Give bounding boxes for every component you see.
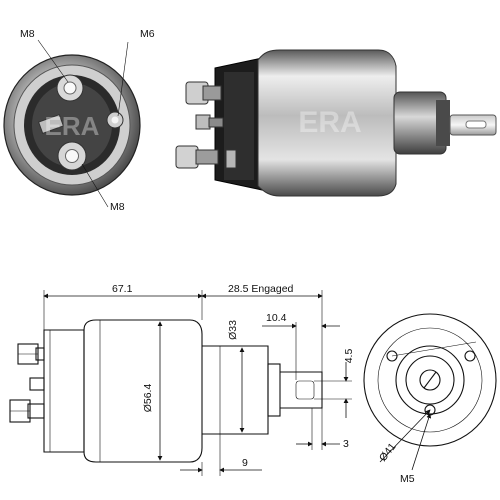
terminal-stud-bottom (57, 141, 87, 171)
mounting-hole-left (386, 350, 398, 362)
thread-m5: M5 (400, 473, 415, 485)
watermark-side: ERA (298, 106, 361, 139)
terminal-stud-top (56, 74, 84, 102)
photo-end-view: ERA M8 M6 M8 (3, 28, 155, 213)
dim-offset-9: 9 (242, 457, 248, 469)
terminal-nut-bottom (175, 145, 219, 169)
photo-side-view: ERA (175, 49, 497, 197)
dim-bolt-circle: Ø41 (377, 441, 399, 464)
dim-diameter-plunger: Ø33 (227, 320, 239, 340)
callout-m8-bottom: M8 (110, 201, 125, 213)
dim-diameter-body: Ø56.4 (142, 384, 154, 413)
dim-length-engaged: 28.5 Engaged (228, 283, 294, 295)
terminal-stud-right (106, 111, 124, 129)
callout-m8-top: M8 (20, 28, 35, 40)
drawing-side-view: 67.1 28.5 Engaged Ø56.4 Ø33 10.4 4.5 9 (9, 283, 355, 476)
watermark-end: ERA (45, 111, 100, 141)
dim-width-slot: 10.4 (266, 312, 287, 324)
drawing-end-view: Ø41 M5 (363, 313, 497, 485)
mounting-hole-right (464, 350, 476, 362)
dim-height-slot: 4.5 (343, 349, 355, 364)
dim-offset-3: 3 (343, 438, 349, 450)
callout-m6: M6 (140, 28, 155, 40)
terminal-stud-middle (195, 114, 224, 130)
terminal-nut-top (185, 81, 222, 105)
dim-length-body: 67.1 (112, 283, 133, 295)
